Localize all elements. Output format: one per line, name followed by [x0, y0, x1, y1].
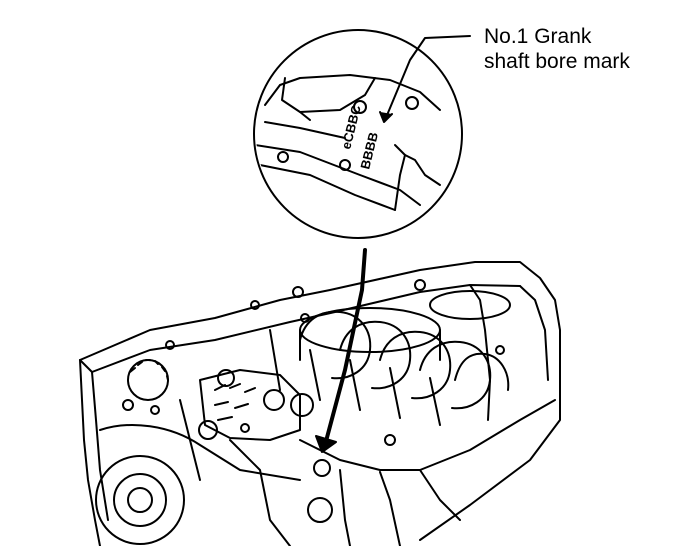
- callout-leader-arrow: [379, 35, 471, 123]
- callout-line1: No.1 Grank: [484, 25, 592, 48]
- detail-magnifier: eCBBC BBBB: [253, 29, 463, 239]
- callout-line2: shaft bore mark: [484, 50, 630, 73]
- engine-block: [79, 261, 561, 546]
- detail-pointer-arrow: [315, 248, 367, 453]
- bore-mark-callout: No.1 Grank shaft bore mark: [484, 24, 630, 74]
